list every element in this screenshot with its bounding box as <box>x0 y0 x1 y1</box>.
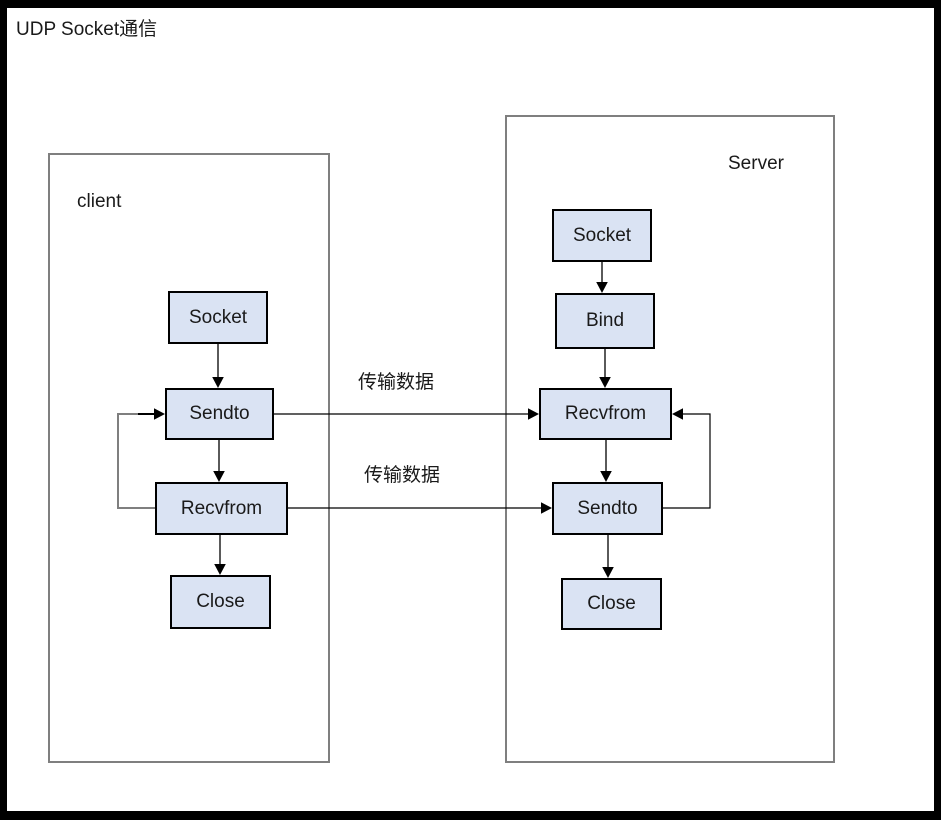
server-container <box>505 115 835 763</box>
server-socket-node: Socket <box>552 209 652 262</box>
page-border-top <box>0 0 941 8</box>
page-border-left <box>0 0 7 820</box>
client-recvfrom-node: Recvfrom <box>155 482 288 535</box>
transfer-data-label-top: 传输数据 <box>358 372 435 393</box>
server-recvfrom-node: Recvfrom <box>539 388 672 440</box>
client-close-node: Close <box>170 575 271 629</box>
server-close-node: Close <box>561 578 662 630</box>
client-sendto-node: Sendto <box>165 388 274 440</box>
transfer-data-label-bottom: 传输数据 <box>364 465 441 486</box>
page-title: UDP Socket通信 <box>16 19 158 40</box>
server-sendto-node: Sendto <box>552 482 663 535</box>
page-border-bottom <box>0 811 941 820</box>
client-container-label: client <box>77 191 122 212</box>
page-border-right <box>934 0 941 820</box>
server-bind-node: Bind <box>555 293 655 349</box>
client-container <box>48 153 330 763</box>
server-container-label: Server <box>728 153 784 174</box>
client-socket-node: Socket <box>168 291 268 344</box>
